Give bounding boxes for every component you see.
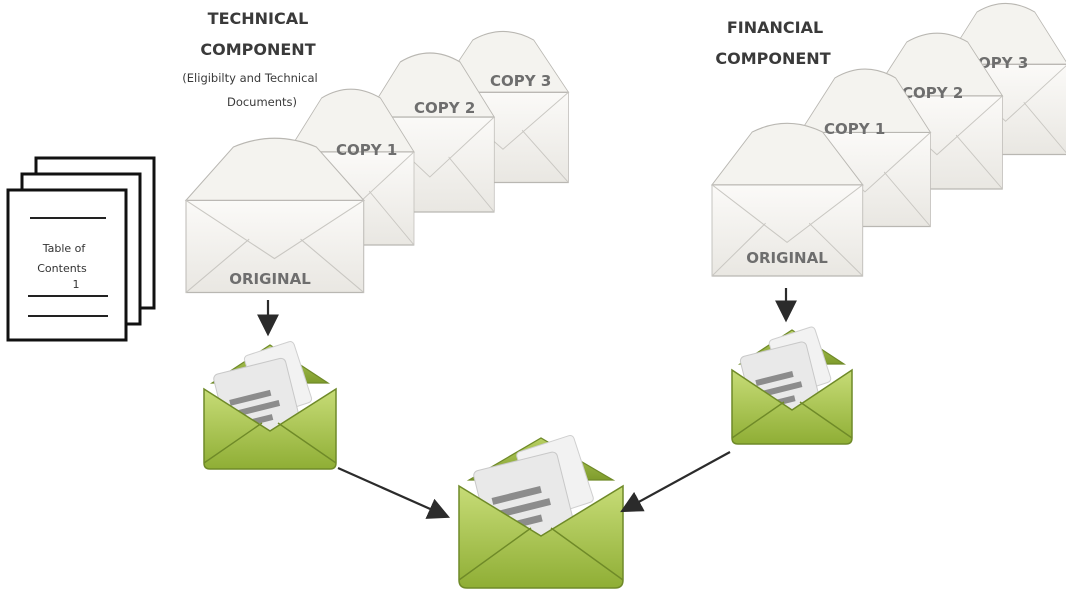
technical-subtitle-line2: Documents) [227, 95, 297, 109]
technical-to-combined-arrow [337, 466, 451, 519]
toc-page-number: 1 [73, 278, 80, 291]
technical-heading-line1: TECHNICAL [208, 9, 309, 28]
financial-packed-envelope-icon [731, 326, 853, 445]
financial-original-label: ORIGINAL [746, 249, 828, 267]
toc-line2: Contents [37, 262, 87, 275]
technical-copy3-label: COPY 3 [490, 72, 551, 90]
table-of-contents-icon [6, 156, 156, 342]
financial-heading-line2: COMPONENT [715, 49, 830, 68]
technical-copy1-label: COPY 1 [336, 141, 397, 159]
technical-heading-line2: COMPONENT [200, 40, 315, 59]
combined-packed-envelope-icon [458, 434, 624, 589]
financial-copy1-label: COPY 1 [824, 120, 885, 138]
toc-line1: Table of [42, 242, 87, 255]
financial-copy2-label: COPY 2 [902, 84, 963, 102]
technical-subtitle-line1: (Eligibilty and Technical [182, 71, 317, 85]
technical-packed-envelope-icon [203, 341, 337, 470]
technical-copy2-label: COPY 2 [414, 99, 475, 117]
financial-to-combined-arrow [620, 451, 731, 513]
technical-original-label: ORIGINAL [229, 270, 311, 288]
financial-heading-line1: FINANCIAL [727, 18, 823, 37]
